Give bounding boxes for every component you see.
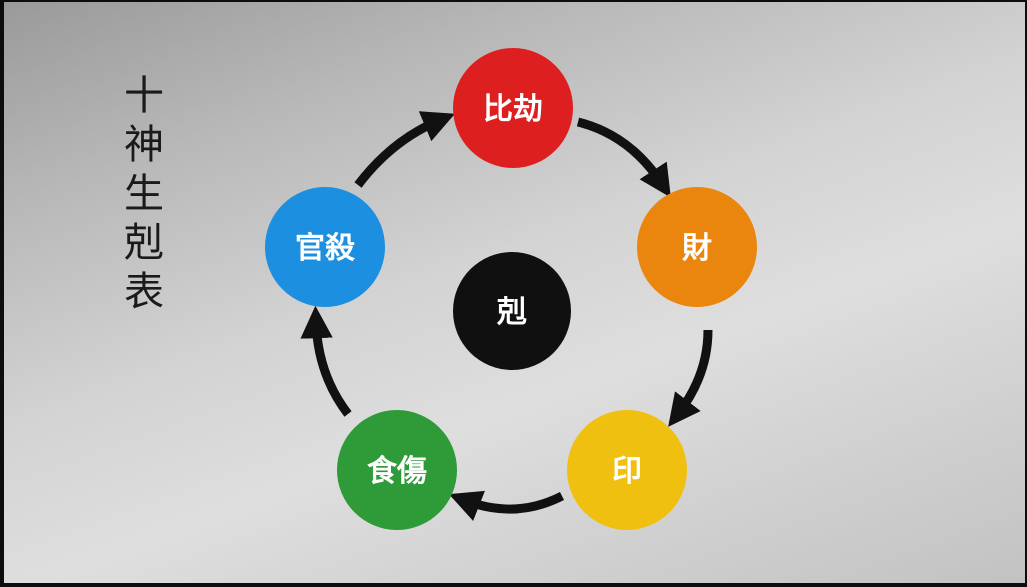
arrow-yin-to-shishang <box>448 490 565 521</box>
node-cai: 財 <box>637 187 757 307</box>
node-yin-label: 印 <box>612 454 642 489</box>
center-node: 剋 <box>453 252 571 370</box>
node-guansha: 官殺 <box>265 187 385 307</box>
arrow-shishang-to-guansha <box>300 305 352 417</box>
arrow-cai-to-yin <box>668 329 713 427</box>
node-yin: 印 <box>567 410 687 530</box>
node-shishang-circle <box>337 410 457 530</box>
node-shishang-label: 食傷 <box>367 454 427 489</box>
node-guansha-label: 官殺 <box>295 231 356 266</box>
arrow-guansha-to-bijie <box>354 111 455 188</box>
node-bijie-circle <box>453 48 573 168</box>
node-bijie: 比劫 <box>453 48 573 168</box>
node-cai-circle <box>637 187 757 307</box>
node-cai-label: 財 <box>682 231 712 266</box>
node-shishang: 食傷 <box>337 410 457 530</box>
center-circle <box>453 252 571 370</box>
arrow-bijie-to-cai <box>576 117 671 198</box>
node-yin-circle <box>567 410 687 530</box>
page-title: 十神生剋表 <box>124 73 164 315</box>
node-bijie-label: 比劫 <box>483 92 543 127</box>
center-label: 剋 <box>496 295 527 330</box>
node-guansha-circle <box>265 187 385 307</box>
